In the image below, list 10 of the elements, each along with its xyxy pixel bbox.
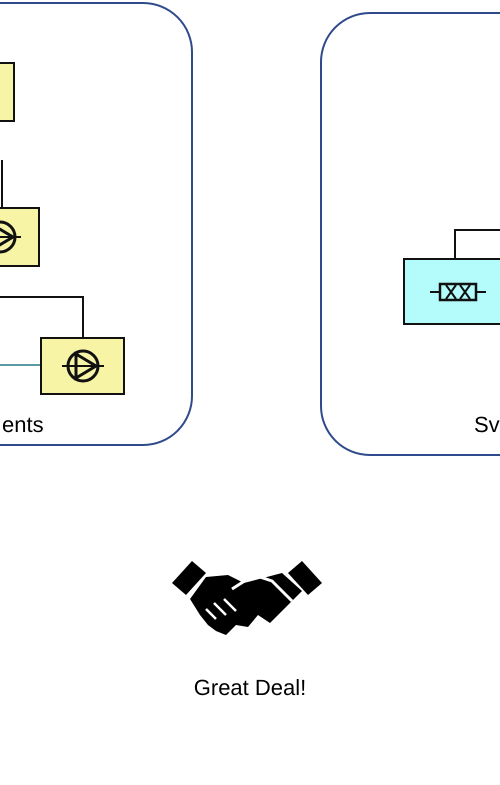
group-title: Sv (474, 412, 500, 438)
component-block (403, 258, 500, 325)
connector-line (454, 229, 500, 258)
connector-line (0, 364, 40, 366)
group-title: ents (2, 412, 44, 438)
caption-text: Great Deal! (194, 675, 306, 701)
connector-line (0, 296, 84, 337)
connector-line (1, 160, 3, 207)
group-panel (0, 2, 193, 446)
component-block (40, 337, 125, 395)
